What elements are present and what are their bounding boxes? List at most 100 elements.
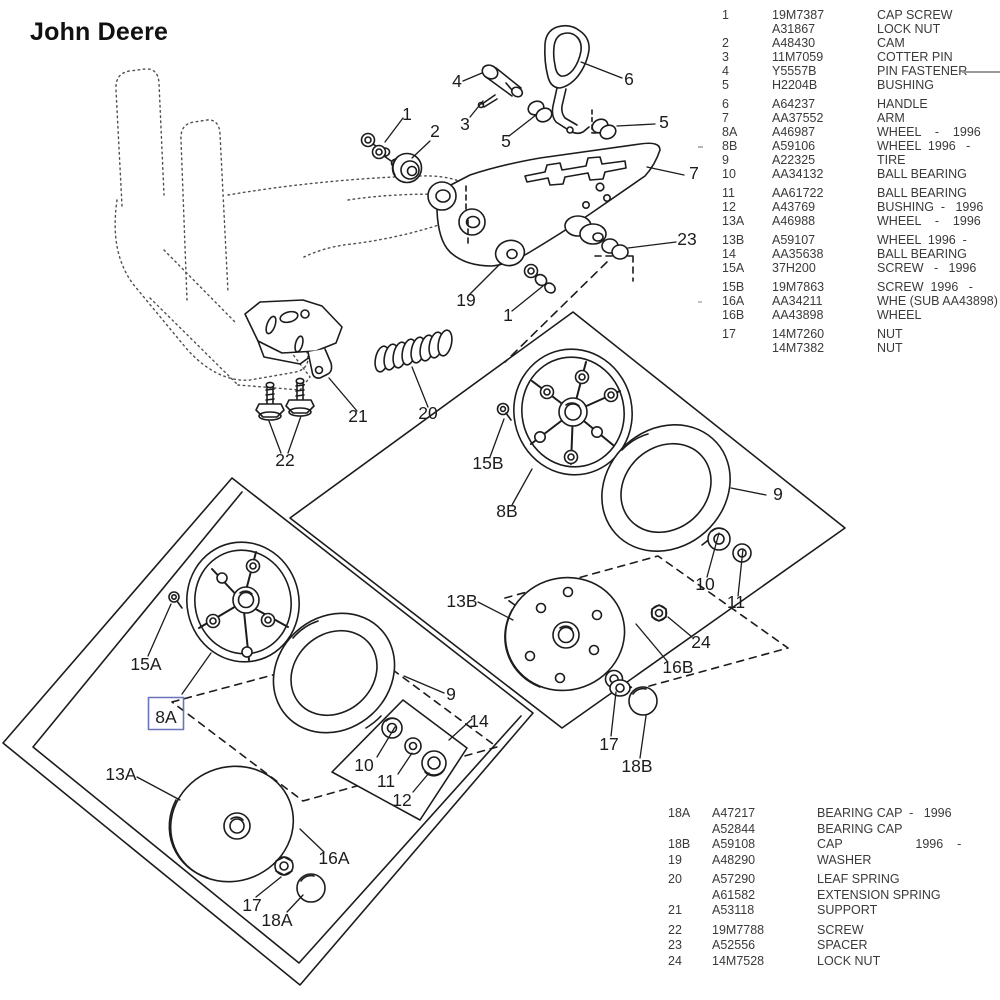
callout-13B[interactable]: 13B <box>446 591 477 611</box>
callout-17[interactable]: 17 <box>242 895 261 915</box>
callout-9[interactable]: 9 <box>773 484 783 504</box>
parts-cell-part: 14M7382 <box>772 341 825 355</box>
callout-23[interactable]: 23 <box>677 229 696 249</box>
callout-6[interactable]: 6 <box>624 69 634 89</box>
parts-cell-desc: WHEEL 1996 - <box>877 139 971 153</box>
parts-cell-desc: EXTENSION SPRING <box>817 887 941 902</box>
parts-cell-item: 17 <box>722 327 736 341</box>
parts-cell-part: A64237 <box>772 97 816 111</box>
callout-13A[interactable]: 13A <box>105 764 136 784</box>
parts-cell-desc: SCREW <box>817 922 864 937</box>
callout-11[interactable]: 11 <box>377 771 395 791</box>
parts-cell-part: A48430 <box>772 36 816 50</box>
callout-1[interactable]: 1 <box>402 104 412 124</box>
callout-8A[interactable]: 8A <box>155 707 177 727</box>
parts-cell-desc: SCREW 1996 - <box>877 280 973 294</box>
parts-cell-part: AA37552 <box>772 111 824 125</box>
handle-6-drawing <box>544 24 612 135</box>
nut-24-drawing <box>650 604 668 622</box>
parts-cell-item: 18A <box>668 806 691 820</box>
callout-2[interactable]: 2 <box>430 121 440 141</box>
parts-cell-item: 5 <box>722 78 729 92</box>
callout-16A[interactable]: 16A <box>318 848 349 868</box>
parts-cell-desc: BUSHING <box>877 78 934 92</box>
parts-cell-desc: WHE (SUB AA43898) <box>877 294 998 308</box>
callout-5[interactable]: 5 <box>659 112 669 132</box>
callout-11[interactable]: 11 <box>727 592 745 612</box>
parts-cell-part: 14M7260 <box>772 327 825 341</box>
callout-8B[interactable]: 8B <box>496 501 517 521</box>
scan-artifact-line <box>962 71 1000 73</box>
bearing-11-lower-drawing <box>404 737 422 755</box>
parts-cell-item: 16B <box>722 308 745 322</box>
parts-cell-part: 11M7059 <box>772 50 824 64</box>
callout-10[interactable]: 10 <box>695 574 715 594</box>
parts-cell-part: 37H200 <box>772 261 816 275</box>
callout-15A[interactable]: 15A <box>130 654 161 674</box>
callout-12[interactable]: 12 <box>392 790 411 810</box>
parts-cell-desc: WHEEL - 1996 <box>877 125 981 139</box>
parts-cell-part: 14M7528 <box>712 953 765 968</box>
callout-4[interactable]: 4 <box>452 71 462 91</box>
callout-18A[interactable]: 18A <box>261 910 292 930</box>
bushing-5-left-drawing <box>527 100 553 123</box>
nut-17-lower-drawing <box>274 856 294 876</box>
parts-cell-item: 4 <box>722 64 729 78</box>
callout-1[interactable]: 1 <box>503 305 513 325</box>
parts-cell-desc: BEARING CAP - 1996 <box>817 806 952 820</box>
wheel-8b-drawing <box>513 348 633 476</box>
arm-7-drawing <box>427 142 661 267</box>
callout-5[interactable]: 5 <box>501 131 511 151</box>
parts-cell-item: 12 <box>722 200 736 214</box>
callout-17[interactable]: 17 <box>599 734 618 754</box>
callout-15B[interactable]: 15B <box>472 453 503 473</box>
callout-20[interactable]: 20 <box>418 403 438 423</box>
callout-3[interactable]: 3 <box>460 114 470 134</box>
screws-22-drawing <box>255 377 315 421</box>
callout-16B[interactable]: 16B <box>662 657 693 677</box>
parts-cell-item: 1 <box>722 8 729 22</box>
washer-19-drawing <box>494 239 526 267</box>
disc-13b-drawing <box>504 576 626 692</box>
parts-cell-part: A46988 <box>772 214 816 228</box>
callout-24[interactable]: 24 <box>691 632 711 652</box>
parts-cell-part: A59106 <box>772 139 816 153</box>
callout-21[interactable]: 21 <box>348 406 367 426</box>
callout-22[interactable]: 22 <box>275 450 294 470</box>
support-21-drawing <box>244 299 343 379</box>
callout-18B[interactable]: 18B <box>621 756 652 776</box>
callout-10[interactable]: 10 <box>354 755 374 775</box>
parts-cell-part: AA43898 <box>772 308 824 322</box>
cap-screw-1b-drawing <box>523 263 556 294</box>
nut-17-upper-drawing <box>604 669 631 697</box>
parts-cell-item: 15A <box>722 261 745 275</box>
parts-cell-desc: SPACER <box>817 938 868 952</box>
parts-cell-desc: CAM <box>877 36 905 50</box>
parts-cell-part: AA34132 <box>772 167 824 181</box>
callout-7[interactable]: 7 <box>689 163 699 183</box>
parts-cell-item: 6 <box>722 97 729 111</box>
parts-cell-desc: BUSHING - 1996 <box>877 200 984 214</box>
callout-9[interactable]: 9 <box>446 684 456 704</box>
parts-cell-part: 19M7387 <box>772 8 825 22</box>
parts-table-row: 15A 37H200 SCREW - 1996 <box>702 261 998 275</box>
parts-cell-item: 16A <box>722 294 745 308</box>
screw-15a-drawing <box>168 591 183 609</box>
parts-cell-desc: LOCK NUT <box>877 22 941 36</box>
callout-14[interactable]: 14 <box>469 711 489 731</box>
parts-cell-item: 21 <box>668 903 682 917</box>
parts-cell-desc: SCREW - 1996 <box>877 261 977 275</box>
parts-cell-item <box>650 822 712 838</box>
parts-cell-item: 22 <box>668 922 682 937</box>
callout-19[interactable]: 19 <box>456 290 475 310</box>
